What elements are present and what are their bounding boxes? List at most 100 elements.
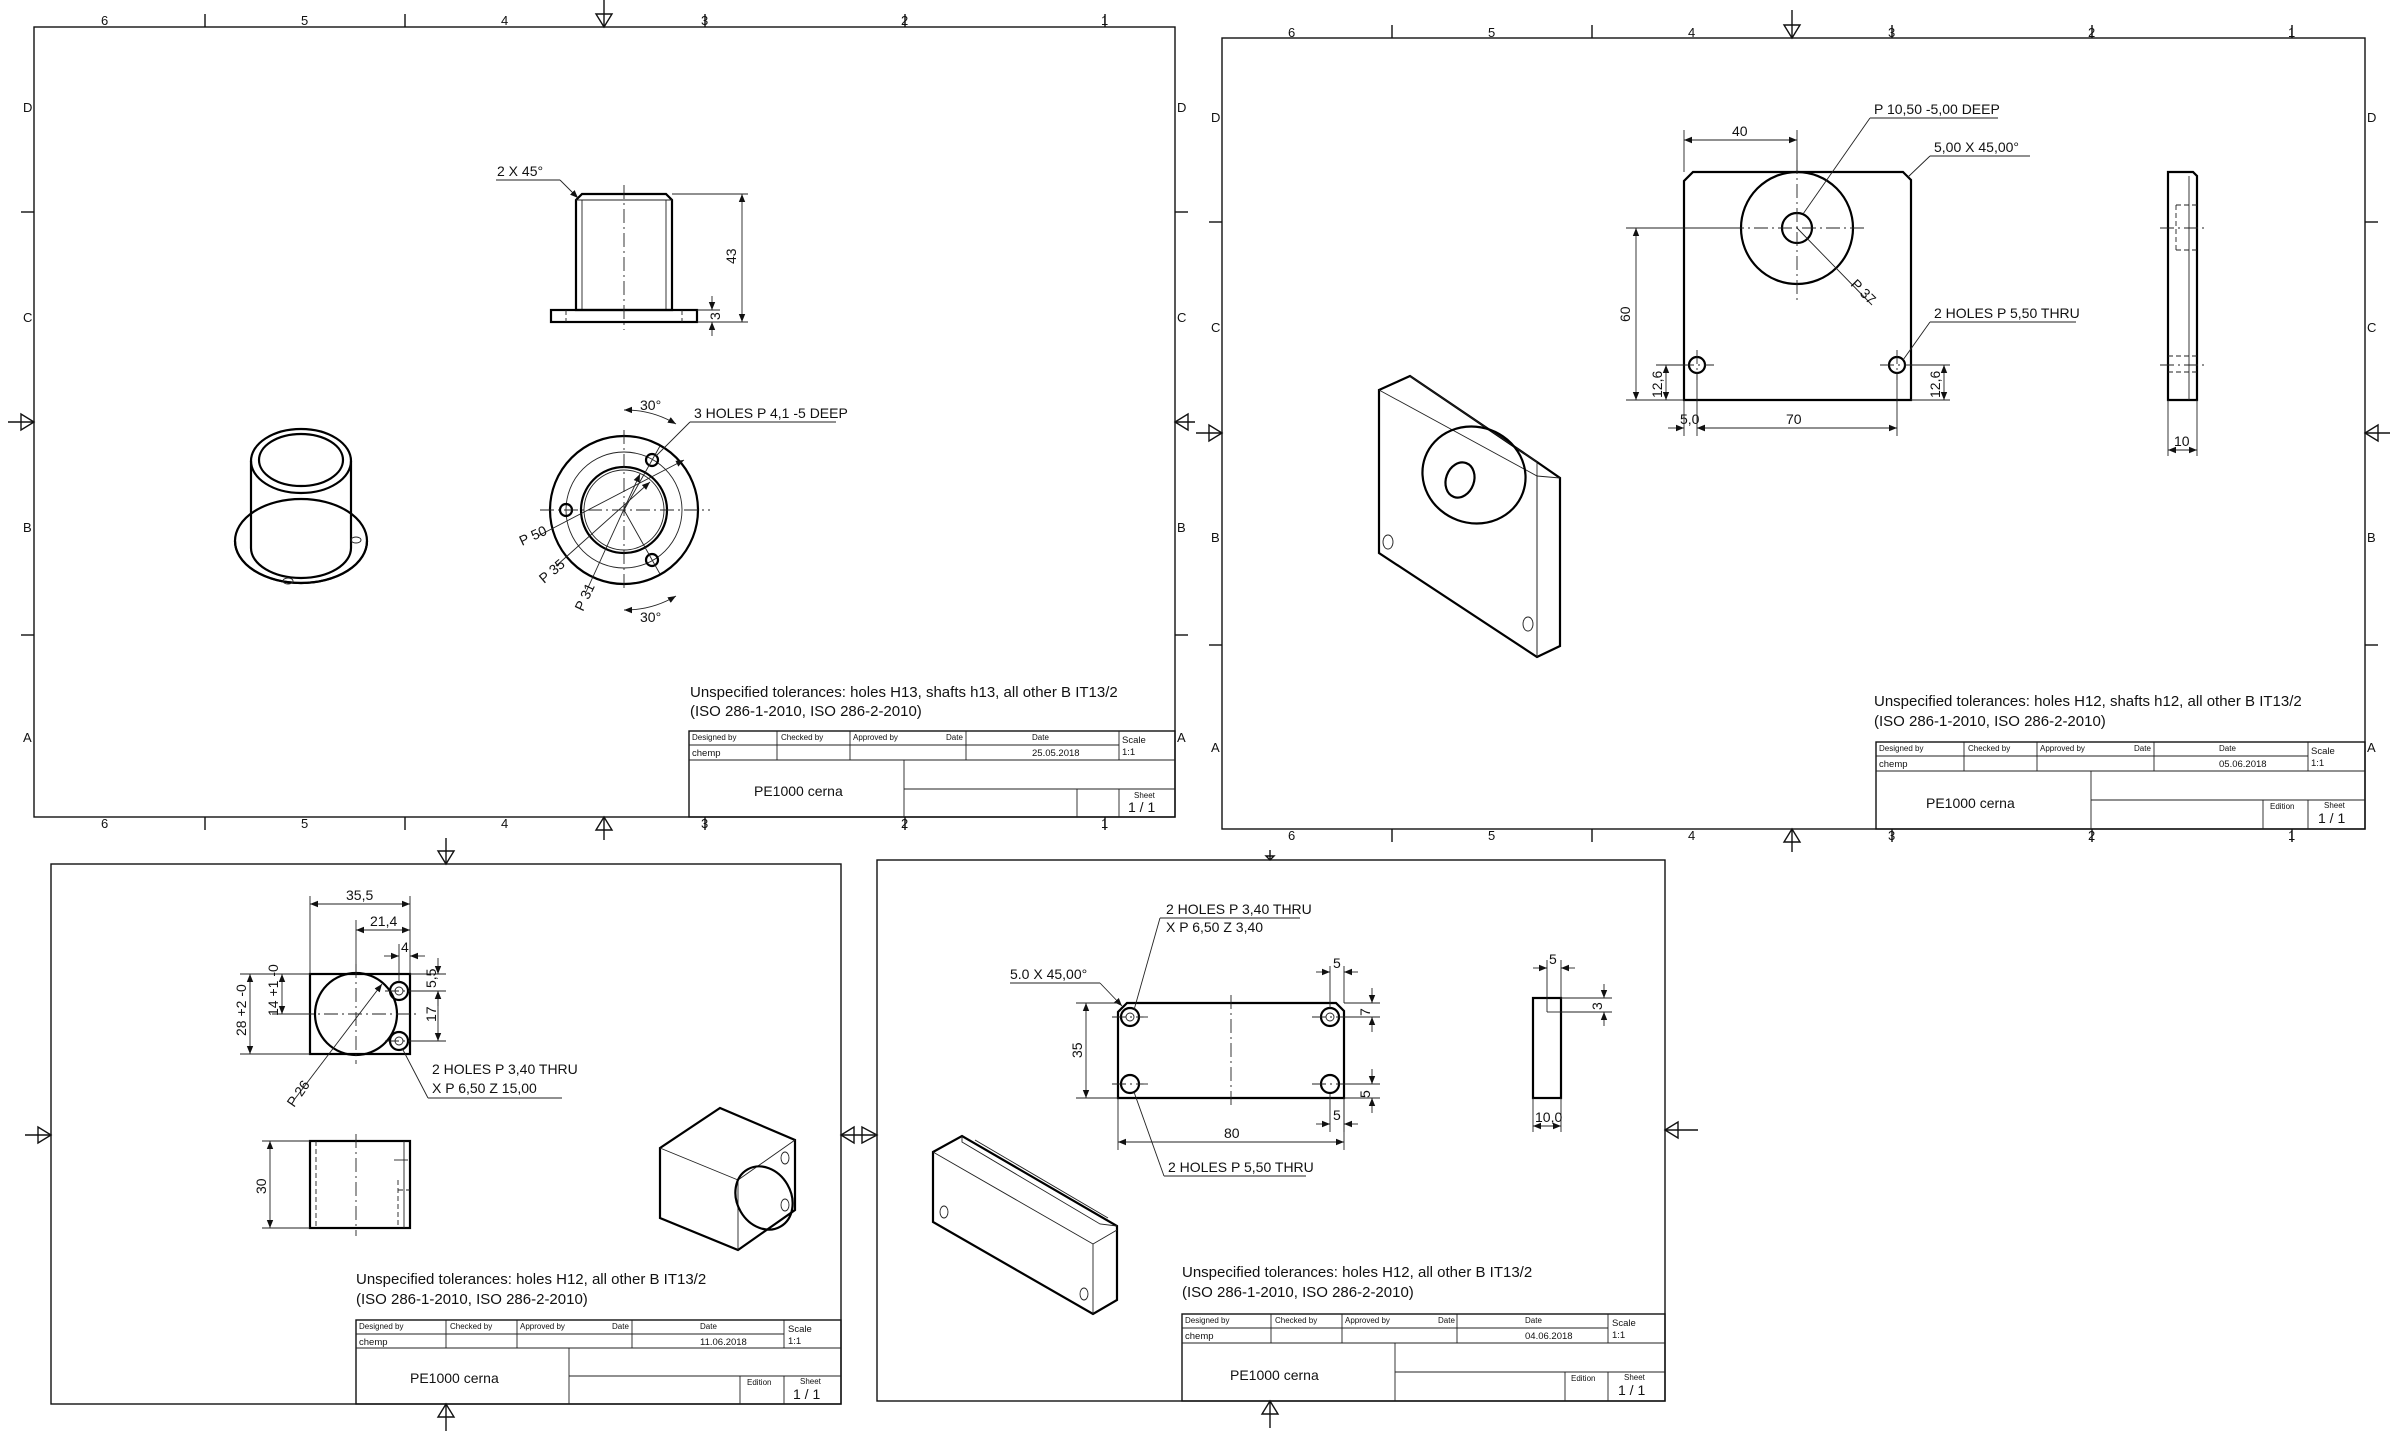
tb-approved-by-label: Approved by xyxy=(853,733,898,742)
tb-sheet: 1 / 1 xyxy=(1618,1382,1645,1398)
tb-designed-by-label: Designed by xyxy=(1879,744,1923,753)
side-view: 30 xyxy=(253,1134,412,1236)
tb-edition-label: Edition xyxy=(2270,802,2294,811)
zone-row-d-right: D xyxy=(2367,110,2376,125)
dim-height: 43 xyxy=(723,248,739,264)
tb-date: 05.06.2018 xyxy=(2219,759,2267,770)
tb-scale-label: Scale xyxy=(788,1324,812,1335)
dim-h7: 7 xyxy=(1357,1008,1373,1016)
tolerance-note-line1: Unspecified tolerances: holes H13, shaft… xyxy=(690,684,1118,701)
zone-row-b-left: B xyxy=(23,520,32,535)
dim-holes2: 2 HOLES P 5,50 THRU xyxy=(1168,1159,1314,1175)
dim-w5-top: 5 xyxy=(1333,955,1341,971)
dim-w80: 80 xyxy=(1224,1125,1240,1141)
tb-edition-label: Edition xyxy=(1571,1374,1595,1383)
tb-title: PE1000 cerna xyxy=(754,783,843,799)
zone-col-6-bottom: 6 xyxy=(101,816,108,831)
tolerance-note-line2: (ISO 286-1-2010, ISO 286-2-2010) xyxy=(690,703,922,720)
title-block: Designed by Checked by Approved by Date … xyxy=(1875,741,2366,830)
zone-row-c-left: C xyxy=(1211,320,1220,335)
tb-sheet-label: Sheet xyxy=(1624,1373,1646,1382)
zone-col-5-bottom: 5 xyxy=(1488,828,1495,843)
dim-w355: 35,5 xyxy=(346,887,373,903)
dim-y12-right: 12,6 xyxy=(1927,371,1943,398)
tolerance-note-line2: (ISO 286-1-2010, ISO 286-2-2010) xyxy=(1182,1284,1414,1301)
dim-chamfer: 2 X 45° xyxy=(497,163,543,179)
centering-marks xyxy=(861,850,1698,1428)
sheet-border xyxy=(1221,37,2366,830)
tb-date-label: Date xyxy=(612,1322,629,1331)
zone-row-c-right: C xyxy=(1177,310,1186,325)
zone-col-2-bottom: 2 xyxy=(901,816,908,831)
zone-row-a-left: A xyxy=(1211,740,1220,755)
dim-holes-line1: 2 HOLES P 3,40 THRU xyxy=(432,1061,578,1077)
zone-col-4-bottom: 4 xyxy=(501,816,508,831)
zone-col-6-bottom: 6 xyxy=(1288,828,1295,843)
zone-ticks xyxy=(21,14,1188,830)
zone-row-b-left: B xyxy=(1211,530,1220,545)
dim-h55: 5,5 xyxy=(423,968,439,988)
dim-d50: P 50 xyxy=(517,522,550,549)
dim-t10: 10 xyxy=(2174,433,2190,449)
dim-d26: P 26 xyxy=(283,1077,313,1110)
dim-chamfer: 5,00 X 45,00° xyxy=(1934,139,2019,155)
dim-h35: 35 xyxy=(1069,1042,1085,1058)
dim-holes: 3 HOLES P 4,1 -5 DEEP xyxy=(694,405,848,421)
dim-h17: 17 xyxy=(423,1006,439,1022)
zone-col-5-top: 5 xyxy=(301,13,308,28)
tb-approved-by-label: Approved by xyxy=(520,1322,565,1331)
dim-d37: P 37 xyxy=(1848,276,1880,308)
tb-checked-by-label: Checked by xyxy=(450,1322,492,1331)
dim-chamfer: 5.0 X 45,00° xyxy=(1010,966,1087,982)
zone-col-1-top: 1 xyxy=(2288,25,2295,40)
title-block: Designed by Checked by Approved by Date … xyxy=(688,730,1176,818)
dim-h5: 5 xyxy=(1357,1090,1373,1098)
top-view: 30° 30° 3 HOLES P 4,1 -5 DEEP P 50 P 35 … xyxy=(517,397,848,625)
dim-side10: 10,0 xyxy=(1535,1109,1562,1125)
tb-designed-by-label: Designed by xyxy=(692,733,736,742)
tolerance-note-line1: Unspecified tolerances: holes H12, shaft… xyxy=(1874,693,2302,710)
tb-checked-by-label: Checked by xyxy=(781,733,823,742)
dim-holes: 2 HOLES P 5,50 THRU xyxy=(1934,305,2080,321)
tb-date2-label: Date xyxy=(1032,733,1049,742)
tolerance-note-line2: (ISO 286-1-2010, ISO 286-2-2010) xyxy=(1874,713,2106,730)
dim-w214: 21,4 xyxy=(370,913,397,929)
zone-row-d-right: D xyxy=(1177,100,1186,115)
tb-title: PE1000 cerna xyxy=(410,1370,499,1386)
front-view: 43 3 2 X 45° xyxy=(496,163,748,336)
zone-row-b-right: B xyxy=(2367,530,2376,545)
dim-h28: 28 +2 -0 xyxy=(233,984,249,1036)
dim-holes-line2: X P 6,50 Z 3,40 xyxy=(1166,919,1263,935)
tb-checked-by-label: Checked by xyxy=(1275,1316,1317,1325)
dim-side3: 3 xyxy=(1589,1002,1605,1010)
tb-date-label: Date xyxy=(1438,1316,1455,1325)
dim-side5: 5 xyxy=(1549,951,1557,967)
tb-edition-label: Edition xyxy=(747,1378,771,1387)
dim-angle-bottom: 30° xyxy=(640,609,661,625)
zone-col-4-bottom: 4 xyxy=(1688,828,1695,843)
zone-col-3-top: 3 xyxy=(701,13,708,28)
dim-holes-line2: X P 6,50 Z 15,00 xyxy=(432,1080,537,1096)
zone-col-1-bottom: 1 xyxy=(1101,816,1108,831)
tb-designer: chemp xyxy=(1185,1331,1214,1342)
tb-date2-label: Date xyxy=(700,1322,717,1331)
tb-scale: 1:1 xyxy=(2311,758,2324,769)
sheet-flange-bushing: 6 5 4 3 2 1 6 5 4 3 2 1 D C B A D C B A xyxy=(8,0,1195,840)
tb-sheet: 1 / 1 xyxy=(1128,799,1155,815)
dim-pocket: P 10,50 -5,00 DEEP xyxy=(1874,101,2000,117)
iso-view xyxy=(1377,374,1562,659)
tb-scale-label: Scale xyxy=(1612,1318,1636,1329)
zone-col-6-top: 6 xyxy=(1288,25,1295,40)
sheet-square-plate: 6 5 4 3 2 1 6 5 4 3 2 1 D C B A D C B A xyxy=(1196,10,2390,852)
zone-col-4-top: 4 xyxy=(501,13,508,28)
zone-row-a-right: A xyxy=(1177,730,1186,745)
centering-marks xyxy=(1196,10,2390,852)
zone-col-1-top: 1 xyxy=(1101,13,1108,28)
sheet-block: 35,5 21,4 4 5,5 17 14 +1 -0 28 +2 -0 P 2… xyxy=(25,838,875,1431)
zone-row-d-left: D xyxy=(23,100,32,115)
tb-sheet: 1 / 1 xyxy=(2318,810,2345,826)
tb-date2-label: Date xyxy=(2219,744,2236,753)
tb-date-label: Date xyxy=(946,733,963,742)
zone-col-2-bottom: 2 xyxy=(2088,828,2095,843)
